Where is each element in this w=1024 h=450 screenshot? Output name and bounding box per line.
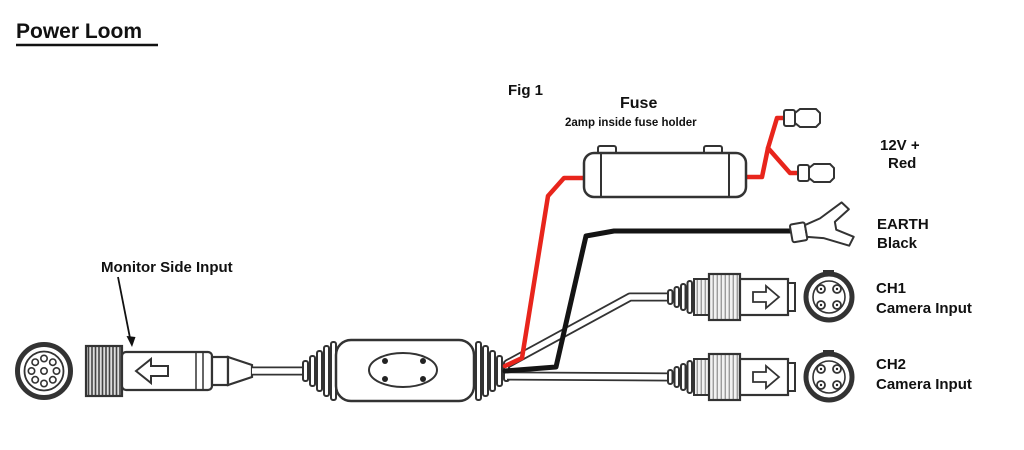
monitor-label-group: Monitor Side Input <box>101 259 233 347</box>
ch2-cable <box>506 371 673 382</box>
right-arrow-icon <box>752 284 781 310</box>
spade-crimp <box>797 164 810 182</box>
monitor-label: Monitor Side Input <box>101 259 233 276</box>
ch2-ring <box>693 358 710 396</box>
ch1-connector <box>667 272 796 322</box>
monitor-connector-pins <box>27 354 61 388</box>
ch1-pins <box>816 284 842 310</box>
ch1-socket-face <box>803 270 855 323</box>
red-wire-upper <box>743 115 787 180</box>
spade-crimp <box>783 109 796 127</box>
monitor-plug-body <box>84 344 254 398</box>
page-title: Power Loom <box>16 20 142 43</box>
left-arrow-icon <box>134 356 169 386</box>
ch2-nut <box>707 352 742 402</box>
ch2-connector <box>667 352 796 402</box>
earth-label-line2: Black <box>877 235 918 252</box>
ch1-cable <box>504 292 672 368</box>
red-wire <box>502 115 802 369</box>
fork-prongs <box>803 201 855 247</box>
power-label-line1: 12V + <box>880 137 920 154</box>
monitor-pointer-line <box>117 276 131 339</box>
ch1-ring <box>693 278 710 316</box>
fork-terminal <box>788 201 855 247</box>
ch1-label: CH1 <box>876 280 906 297</box>
right-arrow-icon <box>752 364 781 390</box>
ch1-tip <box>787 282 796 312</box>
ch2-sublabel: Camera Input <box>876 376 972 393</box>
ch1-nut <box>707 272 742 322</box>
red-wire-lower <box>765 145 802 176</box>
fuse-sublabel: 2amp inside fuse holder <box>565 117 697 129</box>
ch2-socket-face <box>803 350 855 403</box>
power-label-line2: Red <box>888 155 916 172</box>
monitor-connector-face <box>15 342 73 400</box>
junction-dots <box>382 358 426 382</box>
plug-grip <box>84 344 124 398</box>
fuse-holder <box>582 145 748 199</box>
black-wire <box>502 228 794 374</box>
plug-taper <box>226 355 254 387</box>
ch1-sublabel: Camera Input <box>876 300 972 317</box>
title-group: Power Loom <box>16 20 158 47</box>
fuse-body <box>582 151 748 199</box>
figure-label: Fig 1 <box>508 82 543 99</box>
red-wire-left <box>502 175 589 369</box>
junction-box <box>302 338 510 403</box>
ch1-strain-relief <box>667 280 693 314</box>
earth-label-line1: EARTH <box>877 216 929 233</box>
ch2-tip <box>787 362 796 392</box>
spade-terminal-upper <box>783 108 821 128</box>
spade-blade <box>794 108 821 128</box>
plug-step <box>210 355 230 387</box>
monitor-pointer-arrowhead <box>126 336 136 347</box>
ch2-label: CH2 <box>876 356 906 373</box>
ch2-strain-relief <box>667 360 693 394</box>
spade-blade <box>808 163 835 183</box>
ch2-pins <box>816 364 842 390</box>
fuse-label: Fuse <box>620 95 657 112</box>
junction-oval <box>368 352 438 388</box>
junction-ribs-left <box>302 341 337 401</box>
ch2-connector-group <box>667 350 855 403</box>
spade-terminal-lower <box>797 163 835 183</box>
